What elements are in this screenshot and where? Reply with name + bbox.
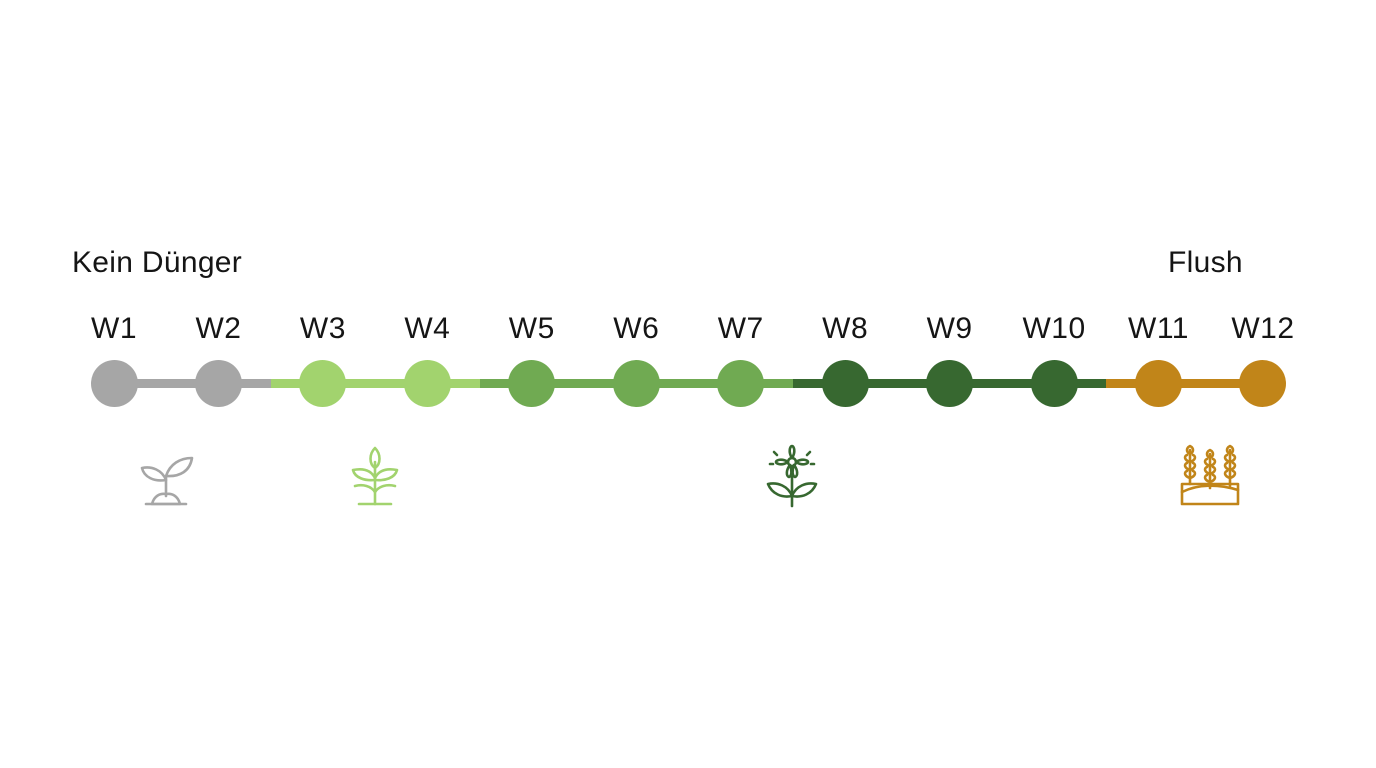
flower-icon — [760, 444, 824, 508]
wheat-field-icon — [1178, 444, 1242, 508]
sprout-in-soil-icon — [134, 444, 198, 508]
week-label-w2: W2 — [195, 312, 242, 345]
week-label-w6: W6 — [613, 312, 660, 345]
week-label-w12: W12 — [1231, 312, 1295, 345]
week-label-w4: W4 — [404, 312, 451, 345]
week-label-w1: W1 — [91, 312, 137, 345]
week-label-w11: W11 — [1128, 312, 1189, 345]
week-node-w6 — [612, 360, 660, 407]
track-segment-flush — [1106, 379, 1263, 388]
week-node-w7 — [717, 360, 765, 407]
week-node-w4 — [403, 360, 451, 407]
week-node-w2 — [194, 360, 242, 407]
week-node-w1 — [90, 360, 138, 407]
track-segment-seedling — [114, 379, 271, 388]
week-node-w10 — [1030, 360, 1078, 407]
week-node-w3 — [299, 360, 347, 407]
week-node-w8 — [821, 360, 869, 407]
week-node-w11 — [1135, 360, 1182, 407]
week-label-w10: W10 — [1022, 312, 1086, 345]
week-label-w8: W8 — [822, 312, 869, 345]
week-label-w3: W3 — [299, 312, 346, 345]
week-label-w9: W9 — [926, 312, 973, 345]
week-label-w7: W7 — [717, 312, 764, 345]
week-node-w5 — [508, 360, 556, 407]
track-segment-early_veg — [270, 379, 480, 388]
week-node-w9 — [926, 360, 974, 407]
week-node-w12 — [1239, 360, 1287, 407]
week-label-w5: W5 — [508, 312, 555, 345]
flush-label: Flush — [1168, 246, 1243, 279]
young-plant-icon — [343, 444, 407, 508]
no-fertilizer-label: Kein Dünger — [72, 246, 243, 279]
